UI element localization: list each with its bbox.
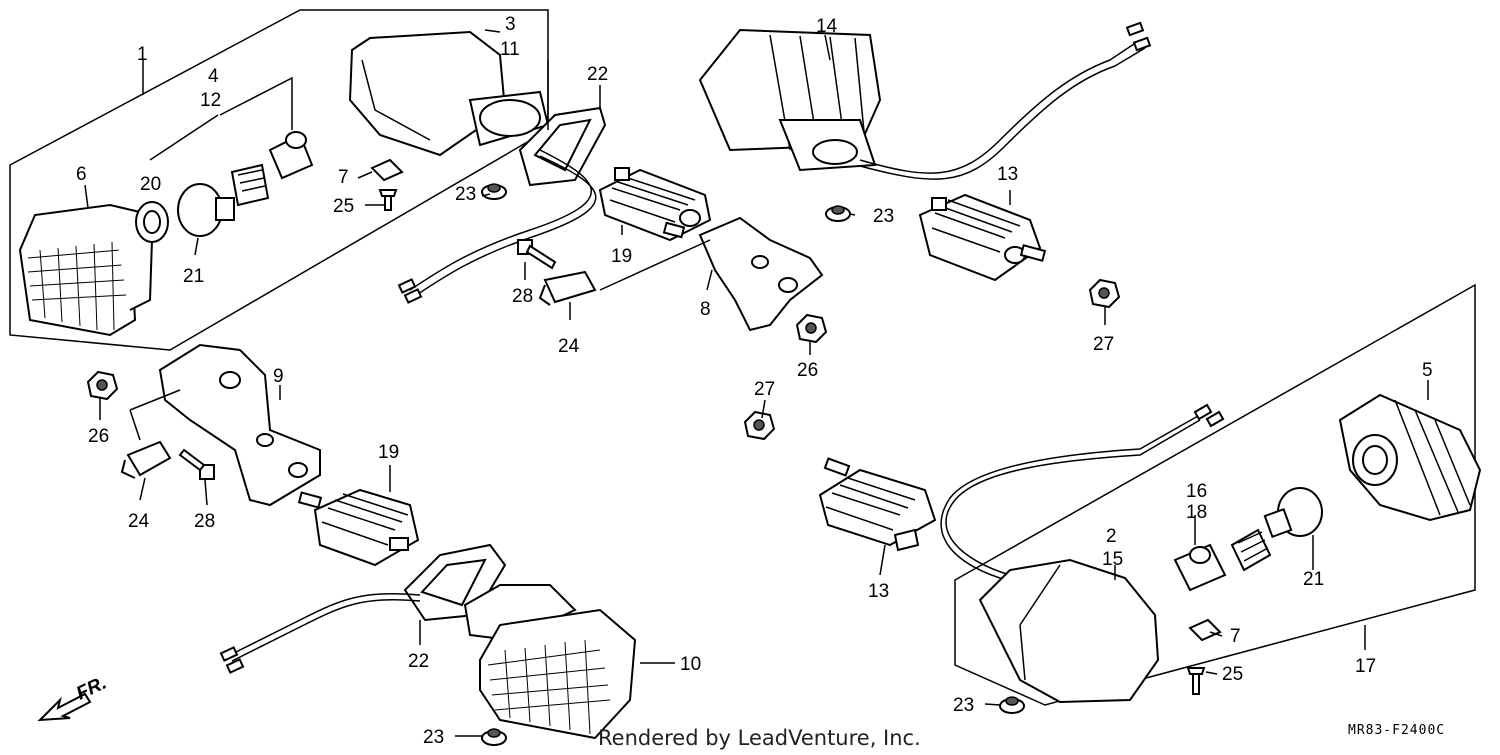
connector-14 [1125, 21, 1152, 52]
label-3: 3 [505, 14, 516, 35]
wire-14 [859, 39, 1146, 180]
label-14: 14 [816, 16, 838, 37]
part-labels: 1 3 11 22 14 4 12 20 6 21 7 25 23 19 13 … [76, 14, 1433, 748]
label-4: 4 [208, 66, 219, 87]
wire-lower-right [940, 411, 1206, 582]
label-9: 9 [273, 366, 284, 387]
relay-19-lower [297, 488, 420, 567]
bracket-8 [698, 216, 824, 332]
label-26-a: 26 [797, 360, 818, 381]
screw-25-left [378, 189, 398, 211]
bulb-21-right [1263, 487, 1323, 539]
diagram-code: MR83-F2400C [1348, 723, 1445, 738]
wire-top-left [409, 149, 597, 297]
label-15: 15 [1102, 549, 1123, 570]
label-19-top: 19 [611, 246, 632, 267]
clamp-24-lower [120, 440, 172, 479]
washer-23-b [825, 205, 851, 222]
wire-lower-left [229, 592, 421, 662]
label-22-top: 22 [587, 64, 608, 85]
label-21-right: 21 [1303, 569, 1324, 590]
screw-25-right [1186, 667, 1206, 695]
label-24-lower: 24 [128, 511, 150, 532]
label-23-c: 23 [423, 727, 444, 748]
bolt-28-lower [178, 448, 215, 480]
relay-13-lower [818, 457, 937, 552]
leader-lines [84, 29, 1429, 737]
label-5: 5 [1422, 360, 1433, 381]
label-1: 1 [137, 44, 148, 65]
socket-18 [1173, 543, 1227, 592]
label-25-right: 25 [1222, 664, 1243, 685]
connector-lower-right [1193, 403, 1225, 428]
label-12: 12 [200, 90, 221, 111]
label-10: 10 [680, 654, 701, 675]
label-7-left: 7 [338, 167, 349, 188]
spring-16 [1230, 528, 1272, 572]
relay-19-top [598, 167, 712, 242]
socket-12 [230, 131, 314, 207]
winker-lens-5 [1338, 393, 1482, 522]
assembly-17-outline [954, 283, 1476, 706]
winker-10 [463, 584, 637, 740]
label-6: 6 [76, 164, 87, 185]
grommet-20 [135, 201, 169, 243]
label-28-lower: 28 [194, 511, 215, 532]
winker-14 [698, 28, 882, 172]
label-25-left: 25 [333, 196, 354, 217]
nut-26-b [86, 370, 119, 401]
nut-27-b [743, 410, 776, 441]
label-18: 18 [1186, 502, 1207, 523]
gasket-22-top [518, 106, 607, 187]
label-8: 8 [700, 299, 711, 320]
label-20: 20 [140, 174, 161, 195]
connector-lower-left [219, 646, 245, 674]
nut-7-right [1188, 618, 1222, 642]
label-27-a: 27 [1093, 334, 1114, 355]
bracket-9 [158, 343, 321, 507]
bolt-28-top [517, 239, 557, 270]
label-16: 16 [1186, 481, 1207, 502]
nut-26-a [795, 313, 828, 344]
label-19-lower: 19 [378, 442, 399, 463]
connector-top-left [397, 278, 423, 304]
washer-23-d [999, 696, 1025, 714]
label-23-a: 23 [455, 184, 476, 205]
label-24-top: 24 [558, 336, 580, 357]
label-13-lower: 13 [868, 581, 889, 602]
washer-23-a [481, 183, 507, 200]
label-27-b: 27 [754, 379, 775, 400]
label-11: 11 [500, 39, 520, 60]
relay-13-top [918, 193, 1047, 282]
nut-27-a [1088, 278, 1121, 309]
clamp-24-top [538, 270, 597, 306]
nut-7-left [370, 158, 404, 182]
label-22-lower: 22 [408, 651, 429, 672]
label-26-b: 26 [88, 426, 109, 447]
credit-text: Rendered by LeadVenture, Inc. [598, 726, 921, 750]
label-7-right: 7 [1230, 626, 1241, 647]
label-23-d: 23 [953, 695, 974, 716]
label-23-b: 23 [873, 206, 894, 227]
washer-23-c [481, 728, 507, 746]
label-13-top: 13 [997, 164, 1018, 185]
label-21-left: 21 [183, 266, 204, 287]
winker-lens-6 [18, 203, 154, 337]
bulb-21-left [177, 183, 235, 237]
front-arrow-icon: FR. [37, 673, 110, 722]
label-17: 17 [1355, 656, 1376, 677]
label-2: 2 [1106, 526, 1117, 547]
winker-housing-2 [978, 558, 1160, 704]
label-28-top: 28 [512, 286, 533, 307]
